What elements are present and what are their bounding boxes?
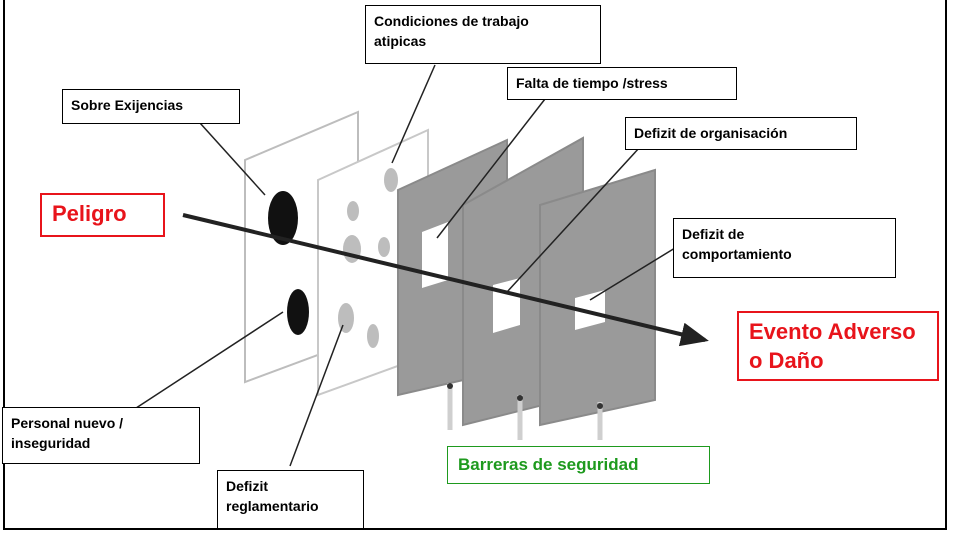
- label-personal-nuevo-inseguridad: Personal nuevo / inseguridad: [2, 407, 200, 464]
- frame-border: [3, 0, 947, 530]
- label-defizit-reglamentario: Defizit reglamentario: [217, 470, 364, 529]
- hazard-trajectory-arrow: [182, 213, 709, 347]
- label-defizit-organisacion: Defizit de organisación: [625, 117, 857, 150]
- label-evento-adverso: Evento Adverso o Daño: [737, 311, 939, 381]
- label-barreras-seguridad: Barreras de seguridad: [447, 446, 710, 484]
- label-sobre-exijencias: Sobre Exijencias: [62, 89, 240, 124]
- hole-black-small: [287, 289, 309, 335]
- label-falta-tiempo-stress: Falta de tiempo /stress: [507, 67, 737, 100]
- hole-black-large: [268, 191, 298, 245]
- callout-lines: [129, 64, 676, 467]
- label-peligro: Peligro: [40, 193, 165, 237]
- label-defizit-comportamiento: Defizit de comportamiento: [673, 218, 896, 278]
- barrier-plate-5: [539, 168, 656, 440]
- label-condiciones-trabajo-atipicas: Condiciones de trabajo atipicas: [365, 5, 601, 64]
